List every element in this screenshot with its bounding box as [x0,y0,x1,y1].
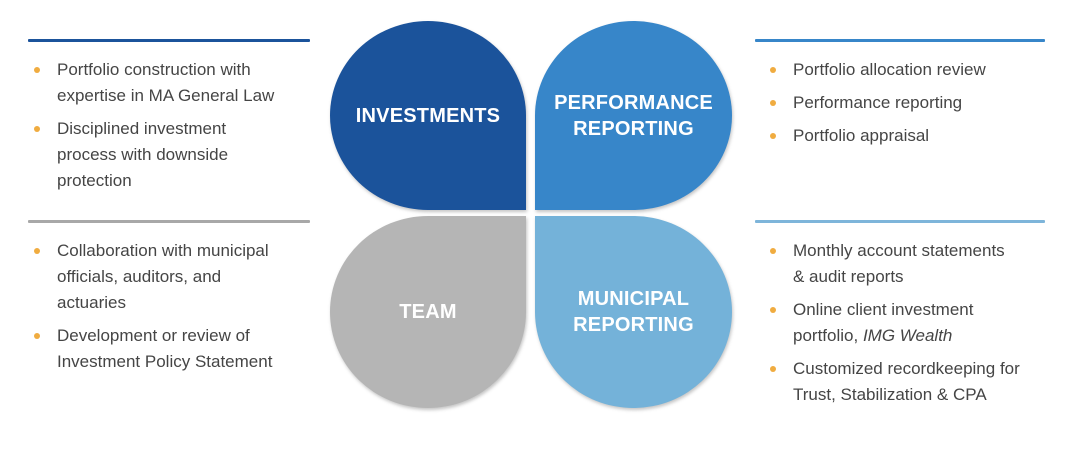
bullet-dot-icon [770,366,776,372]
bullet-text: Portfolio allocation review [793,60,986,79]
bullet-item: Performance reporting [755,90,1045,116]
bullet-dot-icon [770,248,776,254]
bullet-item: Monthly account statements& audit report… [755,238,1045,290]
bullet-dot-icon [34,126,40,132]
bullet-text: Monthly account statements& audit report… [793,241,1005,286]
quadrant-team: TEAM [330,216,526,408]
quadrant-performance-reporting-label: PERFORMANCE REPORTING [554,91,713,140]
bullet-list-municipal-reporting: Monthly account statements& audit report… [755,238,1045,408]
quadrant-municipal-reporting-label: MUNICIPAL REPORTING [573,288,694,336]
panel-rule-investments [28,39,310,42]
quadrant-municipal-reporting: MUNICIPAL REPORTING [535,216,732,408]
bullet-text: Portfolio appraisal [793,126,930,145]
bullet-dot-icon [34,333,40,339]
quadrant-team-label: TEAM [399,301,457,323]
panel-municipal-reporting-details: Monthly account statements& audit report… [755,220,1045,415]
bullet-dot-icon [770,133,776,139]
panel-rule-performance-reporting [755,39,1045,42]
quadrant-investments: INVESTMENTS [330,21,526,210]
bullet-dot-icon [34,67,40,73]
panel-rule-team [28,220,310,223]
bullet-dot-icon [34,248,40,254]
quadrant-investments-label: INVESTMENTS [355,104,501,127]
bullet-item: Portfolio allocation review [755,57,1045,83]
bullet-item: Portfolio appraisal [755,123,1045,149]
bullet-dot-icon [770,307,776,313]
bullet-dot-icon [770,67,776,73]
bullet-text: Performance reporting [793,93,963,112]
quadrant-performance-reporting: PERFORMANCE REPORTING [535,21,732,210]
panel-rule-municipal-reporting [755,220,1045,223]
bullet-dot-icon [770,100,776,106]
